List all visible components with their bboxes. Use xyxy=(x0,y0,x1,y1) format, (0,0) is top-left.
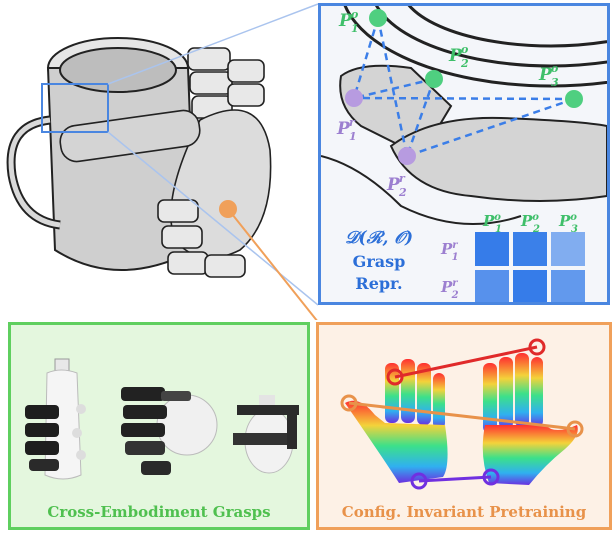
red-correspondence xyxy=(394,345,538,379)
object-point-2 xyxy=(425,70,443,88)
svg-text:1: 1 xyxy=(349,130,357,143)
obj-p1: P xyxy=(338,11,353,31)
matrix-cell xyxy=(551,232,585,266)
svg-text:1: 1 xyxy=(351,22,359,35)
svg-text:P: P xyxy=(448,46,463,66)
svg-text:r: r xyxy=(399,172,406,185)
svg-text:r: r xyxy=(349,116,356,129)
matrix-cell xyxy=(551,270,585,302)
robot-hand xyxy=(59,47,272,278)
bottle-grasp-1 xyxy=(25,358,86,480)
gripper-grasp xyxy=(233,395,299,474)
matrix-cell xyxy=(513,232,547,266)
rob-sub1: 1 xyxy=(349,130,357,143)
svg-text:o: o xyxy=(351,8,358,21)
right-hand-cloud xyxy=(482,353,578,485)
obj-sup2: o xyxy=(461,43,468,56)
svg-text:P: P xyxy=(538,65,553,85)
cross-embodiment-caption: Cross-Embodiment Grasps xyxy=(47,503,271,521)
object-point-labels: P o 1 P o 2 P o 3 xyxy=(338,8,559,89)
obj-sup1: o xyxy=(351,8,358,21)
rob-sub2: 2 xyxy=(398,186,407,199)
cross-embodiment-panel: Cross-Embodiment Grasps xyxy=(8,322,310,530)
svg-text:2: 2 xyxy=(398,186,407,199)
svg-text:P: P xyxy=(338,11,353,31)
rob-p2: P xyxy=(386,175,401,195)
matrix-cell xyxy=(475,270,509,302)
repr-line2: Repr. xyxy=(355,274,403,293)
zoomed-finger xyxy=(321,64,607,225)
zoom-panel: P o 1 P o 2 P o 3 P r 1 P r 2 𝒟(ℛ, 𝒪) Gr… xyxy=(318,3,610,305)
matrix-cell xyxy=(513,270,547,302)
rob-sup2: r xyxy=(399,172,406,185)
obj-sub3: 3 xyxy=(551,76,559,89)
repr-line1: Grasp xyxy=(352,252,406,271)
zoom-box xyxy=(41,83,109,133)
robot-point-1 xyxy=(345,89,363,107)
purple-correspondence xyxy=(418,475,492,483)
robot-point-labels: P r 1 P r 2 xyxy=(336,116,407,199)
obj-sub2: 2 xyxy=(460,57,469,70)
rob-p1: P xyxy=(336,119,351,139)
contact-point xyxy=(219,200,237,218)
svg-text:3: 3 xyxy=(551,76,559,89)
repr-formula: 𝒟(ℛ, 𝒪) xyxy=(344,228,414,248)
pretraining-panel: Config. Invariant Pretraining xyxy=(316,322,612,530)
svg-text:P: P xyxy=(386,175,401,195)
mug-rim xyxy=(343,6,607,88)
robot-point-2 xyxy=(398,147,416,165)
ball-grasp xyxy=(121,387,218,475)
correspondence-lines xyxy=(352,17,575,158)
svg-text:2: 2 xyxy=(460,57,469,70)
obj-p2: P xyxy=(448,46,463,66)
obj-sup3: o xyxy=(551,62,558,75)
object-point-1 xyxy=(369,9,387,27)
mug-hand-illustration xyxy=(0,0,320,320)
orange-correspondence xyxy=(348,401,576,431)
svg-text:o: o xyxy=(461,43,468,56)
matrix-cell xyxy=(475,232,509,266)
svg-text:P: P xyxy=(336,119,351,139)
obj-p3: P xyxy=(538,65,553,85)
rob-sup1: r xyxy=(349,116,356,129)
obj-sub1: 1 xyxy=(351,22,359,35)
object-point-3 xyxy=(565,90,583,108)
pretraining-caption: Config. Invariant Pretraining xyxy=(341,503,587,521)
svg-text:o: o xyxy=(551,62,558,75)
